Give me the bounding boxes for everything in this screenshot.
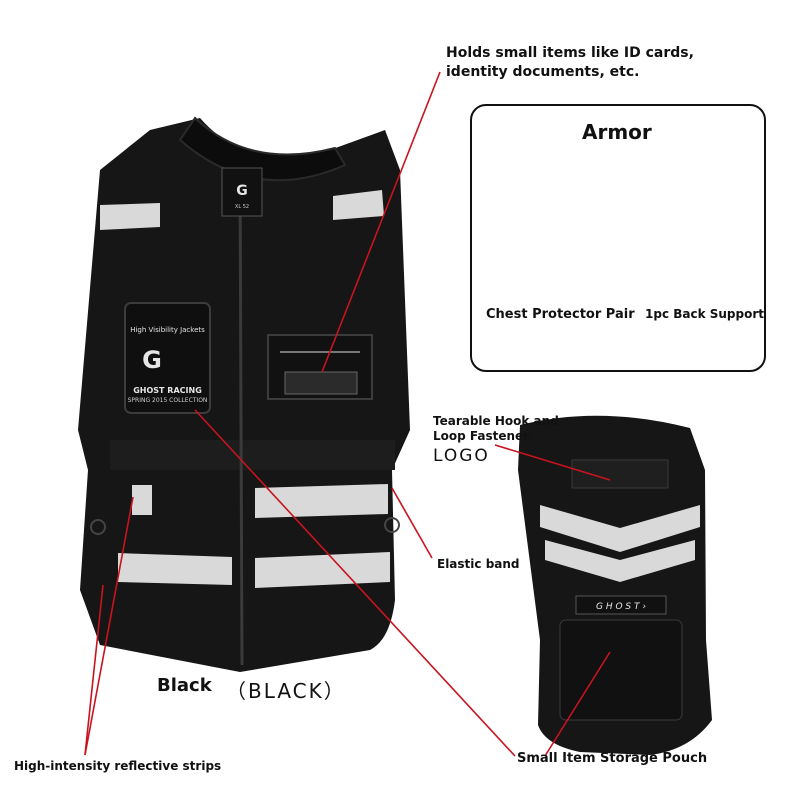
armor-title: Armor — [582, 120, 652, 144]
svg-text:G: G — [142, 346, 162, 374]
svg-text:G H O S T ›: G H O S T › — [596, 602, 646, 612]
back-patch-brand: GHOST RACING — [700, 596, 701, 597]
reflective-strip — [118, 553, 232, 585]
reflective-strip — [333, 190, 384, 220]
back-vest: G H O S T › — [518, 415, 712, 755]
front-vest: G G — [78, 116, 410, 672]
armor-box — [470, 104, 766, 372]
storage-pouch-caption: Small Item Storage Pouch — [517, 751, 708, 766]
pouch-brand: GHOST RACING — [133, 386, 202, 395]
svg-text:G: G — [236, 183, 248, 199]
callout-lines — [84, 71, 611, 757]
reflective-chevron — [540, 505, 700, 552]
reflective-strip — [100, 203, 160, 230]
reflective-strip — [255, 552, 390, 588]
pouch-title: High Visibility Jackets — [130, 326, 205, 334]
back-support-label: 1pc Back Support — [645, 307, 765, 321]
logo-caption: LOGO — [433, 446, 490, 466]
reflective-strip — [132, 485, 152, 515]
id-pocket-caption: Holds small items like ID cards, identit… — [446, 45, 694, 80]
back-brand-patch — [575, 595, 667, 615]
color-name-caps: （BLACK） — [226, 679, 346, 703]
pouch-collection: SPRING 2015 COLLECTION — [127, 397, 208, 404]
front-chest-pouch — [124, 302, 211, 414]
color-name: Black — [157, 675, 212, 696]
reflective-strips-caption: High-intensity reflective strips — [14, 759, 222, 773]
neck-tag — [221, 167, 263, 217]
elastic-band-caption: Elastic band — [437, 557, 520, 571]
reflective-strip — [255, 484, 388, 518]
neck-tag-size: XL 52 — [234, 204, 250, 210]
logo-patch — [571, 459, 669, 489]
hook-loop-caption: Tearable Hook and Loop Fastener — [433, 414, 559, 443]
reflective-chevron — [545, 540, 695, 582]
back-storage-pouch — [559, 619, 683, 721]
chest-protector-label: Chest Protector Pair — [486, 307, 635, 322]
